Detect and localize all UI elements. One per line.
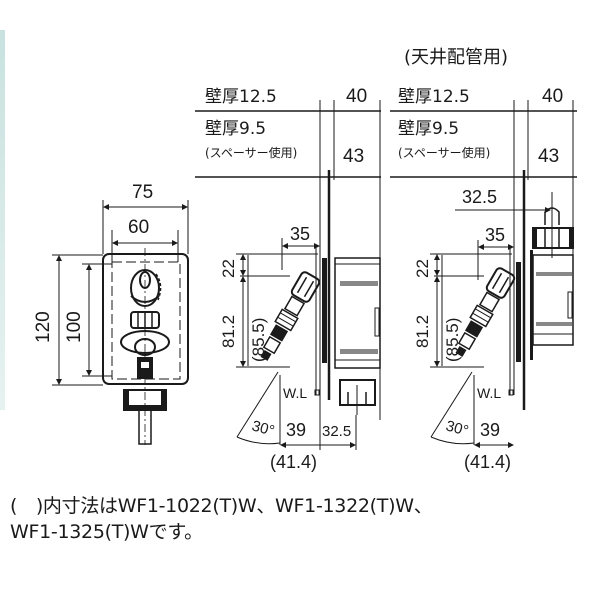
box-body [334,257,381,369]
front-view: 75 60 120 100 [33,182,189,445]
dim-35: 35 [290,224,310,244]
dim-39-r: 39 [480,420,500,440]
dim-85-5: (85.5) [249,318,268,362]
wall-thick-12-5-r: 壁厚12.5 [398,87,470,107]
faucet-handle [130,269,160,307]
dim-39: 39 [286,420,306,440]
water-line-label: W.L [283,385,307,401]
front-body-outline [102,253,189,385]
dim-41-4-r: (41.4) [464,452,511,472]
wall-thick-9-5-r: 壁厚9.5 [398,119,459,139]
depth-40: 40 [346,86,367,107]
dim-81-2: 81.2 [219,315,238,348]
side-view-right: (天井配管用) 壁厚12.5 40 壁厚9.5 (スペーサー使用) 43 32.… [390,47,577,472]
depth-43: 43 [343,146,364,167]
dim-32-5-top: 32.5 [462,187,497,207]
dim-22: 22 [219,259,238,278]
ceiling-piping-title: (天井配管用) [404,47,508,68]
depth-40-r: 40 [542,86,563,107]
angle-30: 30° [250,417,276,439]
edge-strip [0,30,5,410]
dim-35-r: 35 [485,225,505,245]
spacer-note: (スペーサー使用) [205,145,297,160]
dim-100: 100 [64,311,85,343]
depth-43-r: 43 [538,146,559,167]
spacer-note-r: (スペーサー使用) [398,145,490,160]
dim-22-r: 22 [413,259,432,278]
footnote: ( )内寸法はWF1-1022(T)W、WF1-1322(T)W、 WF1-13… [10,493,433,545]
dim-32-5: 32.5 [322,423,351,440]
wall-thick-12-5: 壁厚12.5 [205,87,277,107]
side-view-left: 壁厚12.5 40 壁厚9.5 (スペーサー使用) 43 [195,86,381,472]
wall-thick-9-5: 壁厚9.5 [205,119,266,139]
box-body-r [532,254,574,346]
dim-81-2-r: 81.2 [413,315,432,348]
dim-120: 120 [33,311,54,343]
water-line-label-r: W.L [477,385,501,401]
footnote-line-2: WF1-1325(T)Wです。 [10,521,203,543]
angle-30-r: 30° [444,417,470,439]
dim-75: 75 [132,182,153,203]
faucet-side-left [260,271,321,361]
faucet-side-right [455,267,516,357]
dim-41-4: (41.4) [270,452,317,472]
pipe [138,409,152,445]
dim-85-5-r: (85.5) [443,318,462,362]
dim-60: 60 [128,217,149,238]
footnote-line-1: ( )内寸法はWF1-1022(T)W、WF1-1322(T)W、 [10,495,433,517]
